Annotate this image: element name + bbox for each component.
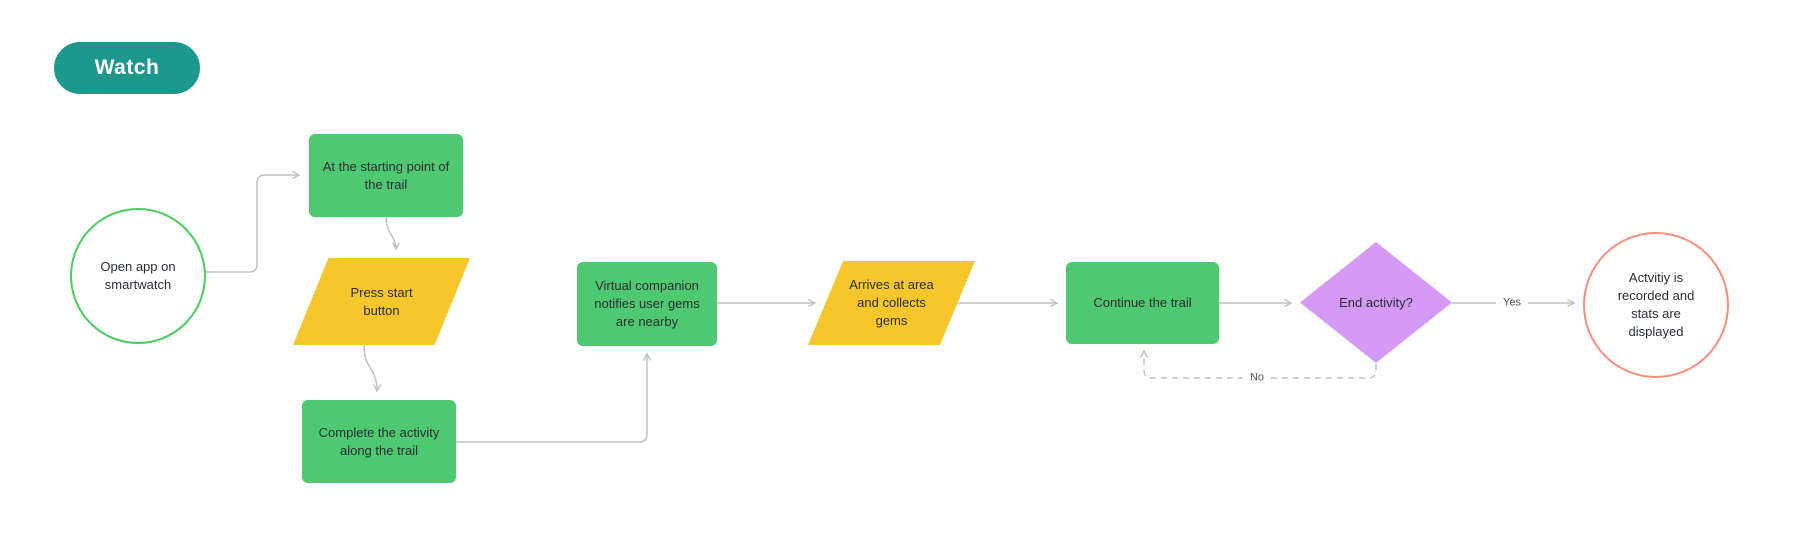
edge-label-no: No [1242, 370, 1272, 386]
node-label: Virtual companion notifies user gems are… [594, 278, 700, 329]
node-label: At the starting point of the trail [322, 158, 450, 192]
edge-starting-point-to-press-start [385, 216, 401, 251]
lane-badge-watch[interactable]: Watch [54, 42, 200, 94]
edge-complete-activity-to-virtual-companion [456, 352, 652, 443]
node-open-app[interactable]: Open app on smartwatch [70, 208, 206, 344]
node-press-start[interactable]: Press start button [293, 258, 470, 345]
node-label: Open app on smartwatch [100, 259, 176, 292]
edge-open-app-to-starting-point [203, 170, 301, 273]
node-virtual-companion[interactable]: Virtual companion notifies user gems are… [577, 262, 717, 346]
node-continue-trail[interactable]: Continue the trail [1066, 262, 1219, 344]
node-label: Actvitiy is recorded and stats are displ… [1617, 270, 1695, 339]
node-complete-activity[interactable]: Complete the activity along the trail [302, 400, 456, 483]
node-label: Press start button [350, 284, 413, 318]
node-starting-point[interactable]: At the starting point of the trail [309, 134, 463, 217]
node-label: End activity? [1339, 294, 1413, 310]
node-label: Arrives at area and collects gems [849, 277, 934, 328]
lane-badge-label: Watch [94, 56, 160, 79]
edge-press-start-to-complete-activity [363, 344, 382, 393]
node-label: Complete the activity along the trail [318, 424, 440, 458]
node-activity-recorded[interactable]: Actvitiy is recorded and stats are displ… [1583, 232, 1729, 378]
node-label: Continue the trail [1093, 295, 1192, 311]
edge-label-yes: Yes [1496, 295, 1528, 311]
